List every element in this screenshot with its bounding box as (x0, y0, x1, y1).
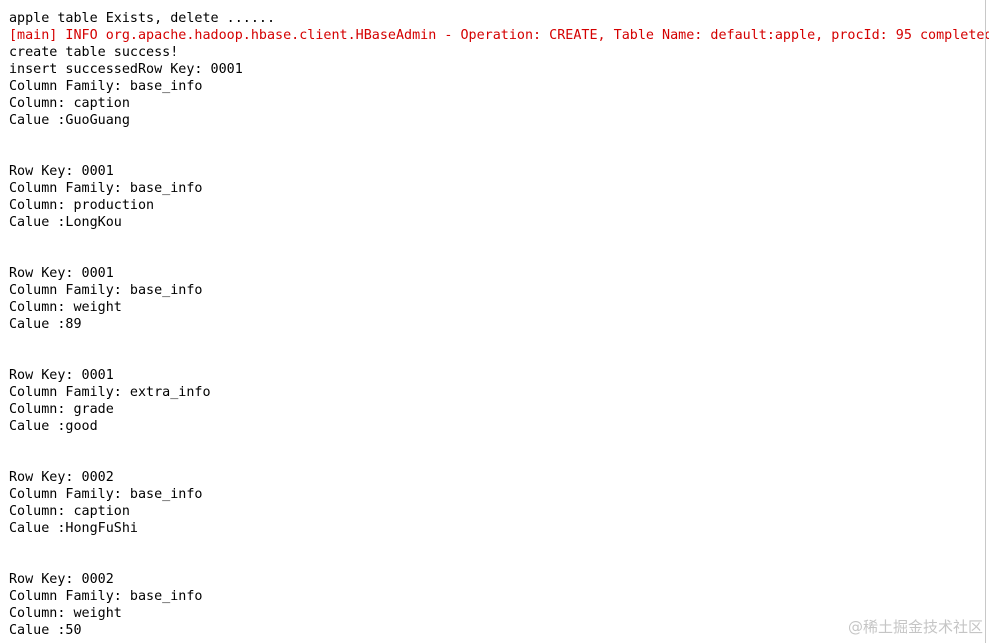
console-line: Calue :good (9, 419, 98, 434)
console-line: Row Key: 0001 (9, 164, 114, 179)
console-line: Column Family: base_info (9, 589, 203, 604)
console-line (9, 452, 989, 469)
console-line: insert successedRow Key: 0001 (9, 62, 243, 77)
console-line: Row Key: 0002 (9, 470, 114, 485)
console-line: Column: caption (9, 96, 130, 111)
console-line: Column Family: base_info (9, 79, 203, 94)
console-line: Column: grade (9, 402, 114, 417)
console-line (9, 0, 989, 10)
console-line (9, 333, 989, 350)
console-line: Calue :89 (9, 317, 82, 332)
console-output[interactable]: apple table Exists, delete ...... [main] … (9, 0, 989, 643)
console-line: apple table Exists, delete ...... (9, 11, 276, 26)
console-line: Row Key: 0002 (9, 572, 114, 587)
console-line: Column Family: extra_info (9, 385, 211, 400)
console-line: create table success! (9, 45, 179, 60)
watermark: @稀土掘金技术社区 (847, 618, 983, 636)
console-line (9, 231, 989, 248)
console-line (9, 146, 989, 163)
console-line: Column: weight (9, 606, 122, 621)
console-line: Column Family: base_info (9, 283, 203, 298)
console-line (9, 435, 989, 452)
console-line: Column Family: base_info (9, 181, 203, 196)
console-line (9, 129, 989, 146)
console-line: Column: production (9, 198, 155, 213)
console-line: Calue :HongFuShi (9, 521, 138, 536)
console-line: Column: weight (9, 300, 122, 315)
console-line: Calue :LongKou (9, 215, 122, 230)
console-line: Column: caption (9, 504, 130, 519)
scrollbar-divider (985, 0, 986, 643)
console-line: Calue :50 (9, 623, 82, 638)
console-log-line: [main] INFO org.apache.hadoop.hbase.clie… (9, 28, 989, 43)
console-line (9, 248, 989, 265)
console-line: Column Family: base_info (9, 487, 203, 502)
console-line: Row Key: 0001 (9, 368, 114, 383)
console-line (9, 554, 989, 571)
console-line (9, 537, 989, 554)
console-line (9, 350, 989, 367)
console-line: Calue :GuoGuang (9, 113, 130, 128)
console-line: Row Key: 0001 (9, 266, 114, 281)
